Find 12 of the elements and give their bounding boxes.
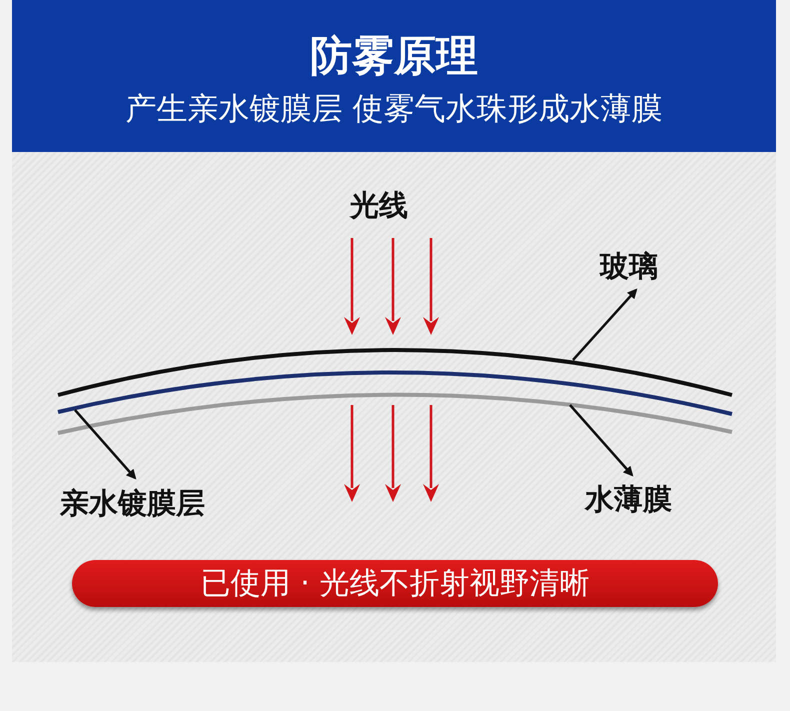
subtitle: 产生亲水镀膜层 使雾气水珠形成水薄膜 <box>124 90 664 129</box>
leader-line <box>569 404 634 476</box>
result-banner: 已使用 · 光线不折射视野清晰 <box>72 560 718 607</box>
glass-label: 玻璃 <box>600 247 658 287</box>
leader-line <box>572 288 638 361</box>
water-film-label: 水薄膜 <box>585 480 672 520</box>
glass-curve <box>58 348 732 397</box>
coating-label: 亲水镀膜层 <box>60 484 205 524</box>
title: 防雾原理 <box>309 30 479 82</box>
water-film-curve <box>58 392 732 435</box>
light-label: 光线 <box>350 187 408 224</box>
coating-curve <box>58 370 732 416</box>
